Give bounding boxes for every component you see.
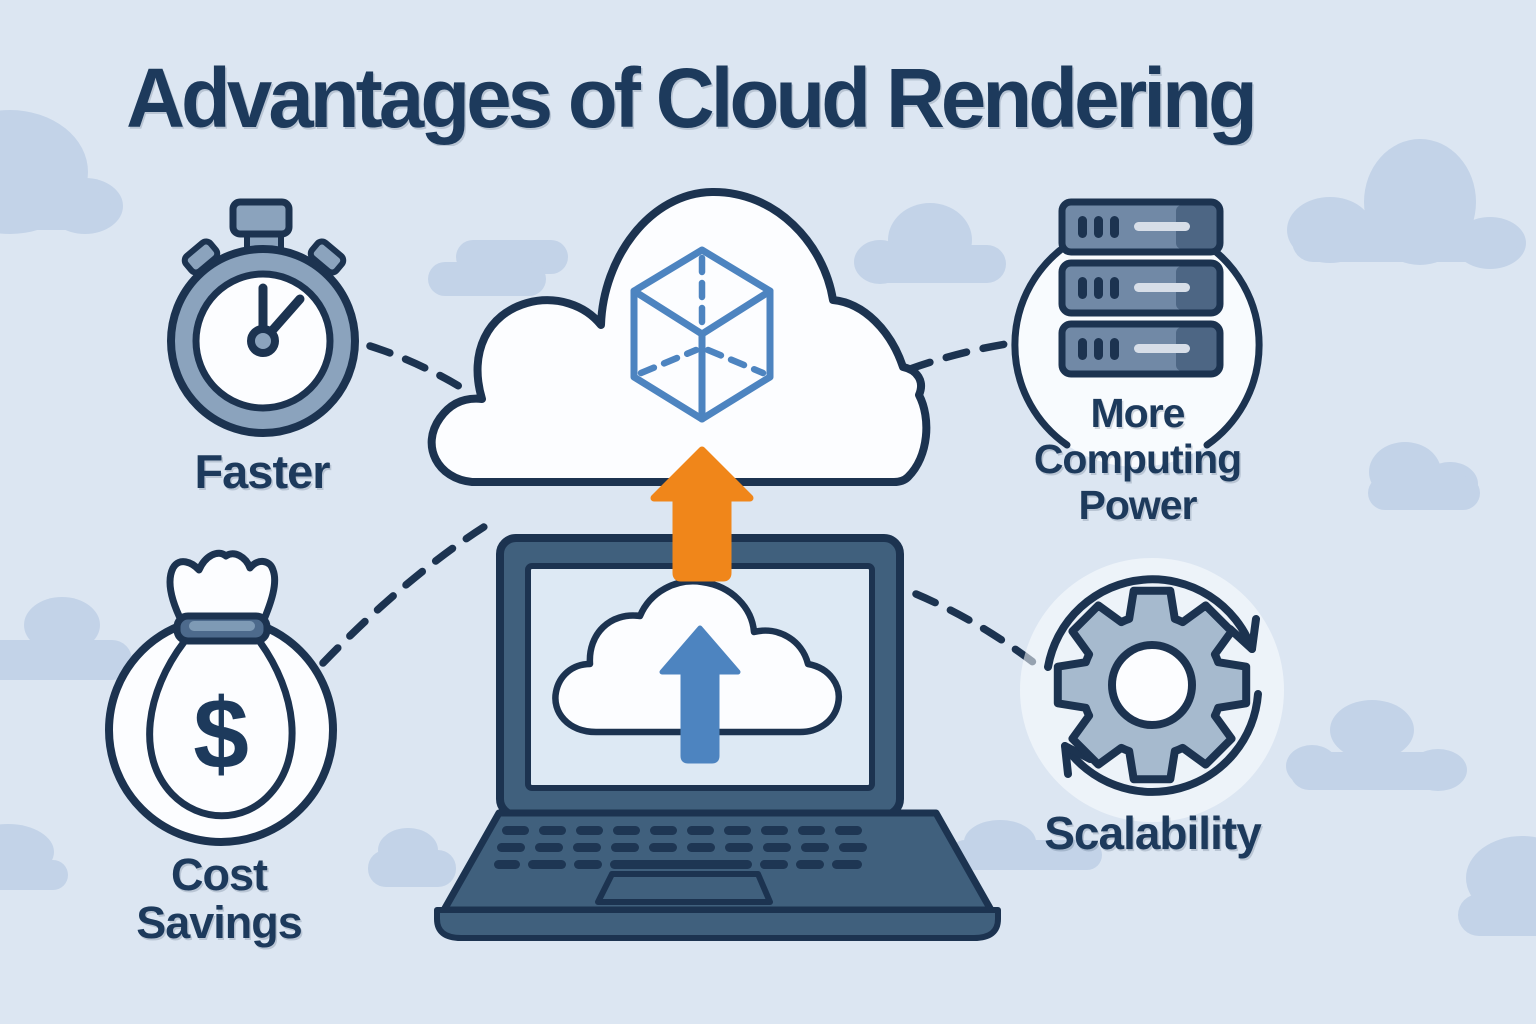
cube-icon (630, 246, 774, 423)
server-stack-icon (1058, 198, 1224, 378)
keyboard-key (535, 843, 563, 852)
keyboard-key (835, 826, 862, 835)
keyboard-key (611, 843, 639, 852)
keyboard-key (763, 843, 791, 852)
page-title: Advantages of Cloud Rendering (126, 51, 1258, 145)
server-unit (1058, 198, 1224, 256)
bg-cloud-right-mid (1286, 700, 1467, 791)
keyboard-key (502, 826, 529, 835)
label-cost-savings: Cost Savings (85, 851, 353, 947)
bg-cloud-top-left (0, 110, 123, 234)
circular-arrows-icon (1044, 575, 1262, 796)
keyboard-key (832, 860, 862, 869)
cloud-icon (427, 187, 931, 486)
keyboard-key (725, 843, 753, 852)
label-cost-line1: Cost (171, 849, 268, 900)
keyboard-key (573, 843, 601, 852)
server-unit (1058, 320, 1224, 378)
label-more-computing-power: More Computing Power (985, 390, 1290, 528)
cloud-upload-icon (552, 578, 842, 764)
label-mcp-line1: More (1090, 390, 1186, 436)
connector-laptop-gear (912, 590, 1046, 673)
bag-crown (166, 549, 279, 626)
label-scalability: Scalability (1044, 807, 1262, 859)
keyboard-key (528, 860, 566, 869)
keyboard-key (539, 826, 566, 835)
money-bag-icon: $ (105, 549, 337, 846)
label-cost-line2: Savings (136, 897, 303, 948)
bg-cloud-behind-laptop-right (950, 820, 1102, 870)
connector-faster-cloud (366, 342, 471, 395)
keyboard-key (574, 860, 602, 869)
bg-cloud-behind-laptop-left (368, 828, 456, 887)
keyboard-key (494, 860, 520, 869)
laptop-lip (434, 907, 1001, 941)
bg-cloud-top-right (1287, 139, 1526, 269)
bag-pouch (146, 638, 296, 820)
keyboard-key (687, 826, 714, 835)
label-mcp-line2: Computing (1033, 436, 1242, 482)
trackpad (595, 871, 773, 905)
keyboard-key (650, 826, 677, 835)
keyboard-key (724, 826, 751, 835)
keyboard-key (761, 826, 788, 835)
bg-cloud-small-pills (428, 240, 568, 296)
keyboard-key (796, 860, 824, 869)
label-faster: Faster (194, 445, 330, 498)
bg-cloud-bottom-right (1458, 836, 1536, 936)
background-clouds (0, 110, 1536, 936)
keyboard-key (760, 860, 788, 869)
server-unit (1058, 259, 1224, 317)
keyboard-key (687, 843, 715, 852)
keyboard-keys (494, 826, 867, 869)
label-mcp-line3: Power (1078, 482, 1197, 528)
keyboard-key (610, 860, 752, 869)
keyboard-key (613, 826, 640, 835)
keyboard-key (801, 843, 829, 852)
keyboard-key (839, 843, 867, 852)
stopwatch-icon (167, 198, 359, 437)
keyboard-key (576, 826, 603, 835)
laptop-icon (434, 534, 1001, 941)
dollar-symbol: $ (193, 678, 249, 790)
connector-savings-laptop (319, 521, 491, 667)
scalability-group (1044, 575, 1262, 796)
gear-hole (1108, 641, 1196, 729)
keyboard-key (497, 843, 525, 852)
bg-cloud-left-low (0, 824, 68, 890)
bg-cloud-mid-top (854, 203, 1006, 284)
upload-arrow-icon (650, 446, 754, 582)
bg-cloud-left-mid (0, 597, 132, 680)
connector-cloud-servers (906, 340, 1010, 373)
bg-cloud-right (1368, 442, 1480, 510)
keyboard-key (649, 843, 677, 852)
keyboard-key (798, 826, 825, 835)
upload-arrow-blue-icon (659, 625, 741, 764)
